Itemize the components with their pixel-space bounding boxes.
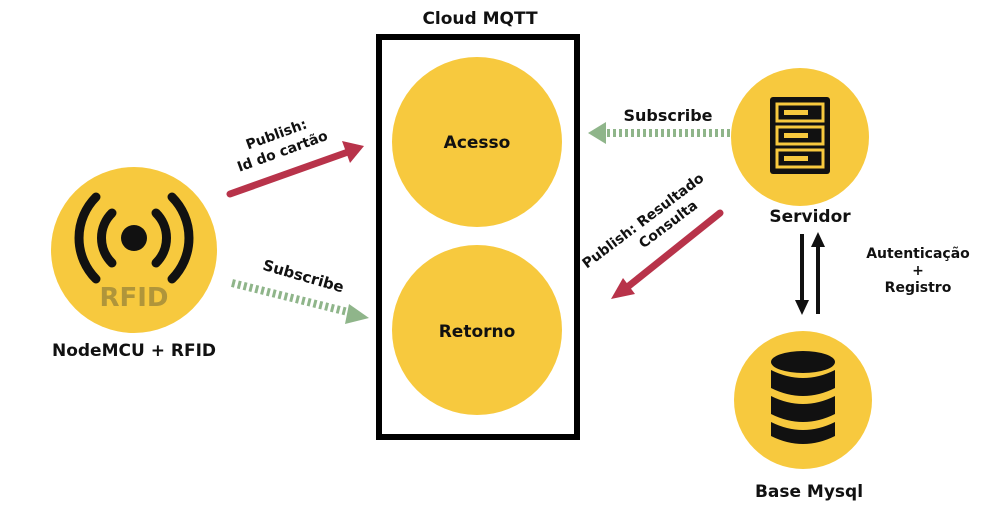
subscribe-retorno-arrow-line — [231, 279, 353, 317]
auth-label-line1: Autenticação — [866, 246, 970, 262]
auth-label-line3: Registro — [885, 280, 952, 296]
topic-retorno-node — [392, 245, 562, 415]
database-node — [734, 331, 872, 469]
publish-id-arrow-line — [226, 148, 352, 198]
publish-resultado-arrow-line — [621, 209, 724, 293]
topic-acesso-node — [392, 57, 562, 227]
server-rack-icon — [770, 97, 830, 174]
publish-id-arrowhead — [342, 141, 364, 163]
publish-resultado-arrowhead — [611, 278, 635, 299]
rfid-icon-text: RFID — [99, 283, 168, 313]
subscribe-retorno-arrowhead — [345, 304, 369, 324]
database-icon — [771, 351, 835, 444]
subscribe-acesso-label: Subscribe — [623, 106, 712, 125]
auth-arrow-down-head — [795, 300, 809, 315]
auth-label-line2: + — [912, 263, 924, 279]
topic-acesso-label: Acesso — [444, 133, 511, 153]
database-label: Base Mysql — [755, 482, 863, 502]
cloud-title: Cloud MQTT — [422, 9, 538, 29]
servidor-label: Servidor — [769, 207, 851, 227]
publish-resultado-label-line1: Publish: Resultado — [580, 170, 708, 272]
rfid-antenna-icon — [74, 192, 194, 284]
nodemcu-label: NodeMCU + RFID — [52, 341, 216, 361]
topic-retorno-label: Retorno — [439, 322, 516, 342]
subscribe-acesso-arrowhead — [588, 122, 606, 144]
auth-arrow-up-head — [811, 232, 825, 247]
